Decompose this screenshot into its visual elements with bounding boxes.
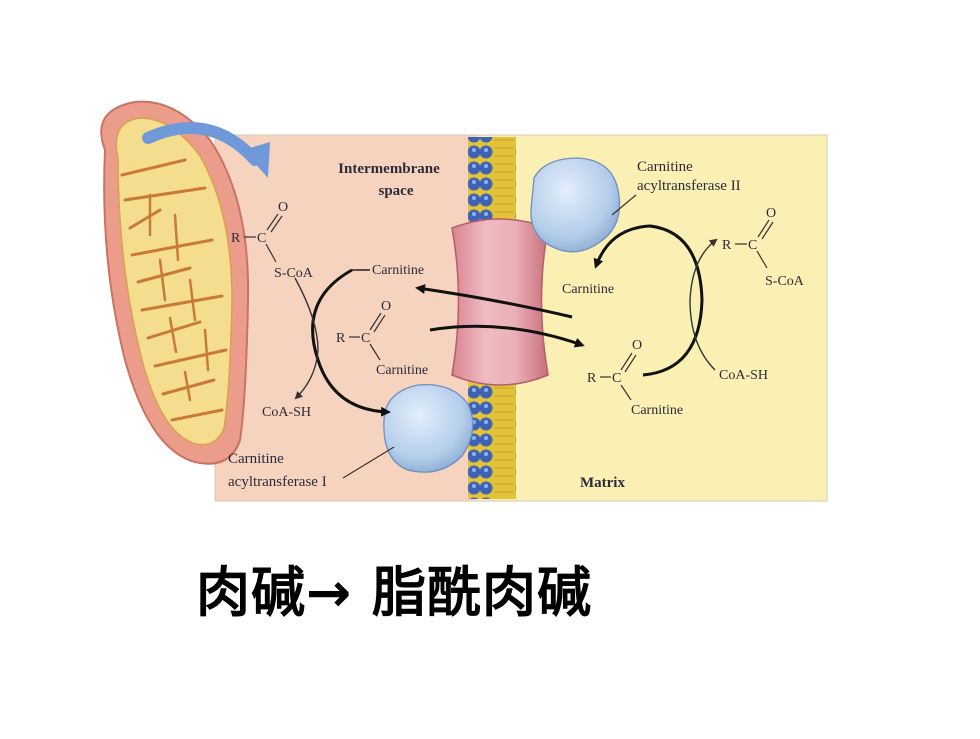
svg-text:S-CoA: S-CoA — [765, 274, 805, 289]
svg-text:R: R — [336, 331, 346, 346]
label-space: space — [379, 183, 414, 199]
label-cat2-line2: acyltransferase II — [637, 178, 741, 194]
svg-text:O: O — [381, 299, 391, 314]
right-coa-sh: CoA-SH — [719, 368, 768, 383]
zoom-arrowhead-icon — [243, 142, 270, 178]
label-matrix: Matrix — [580, 475, 625, 491]
right-acyl-carnitine: R C O Carnitine — [587, 338, 683, 418]
left-carnitine: Carnitine — [372, 263, 424, 278]
pointer-cat1 — [342, 446, 395, 479]
left-coa-release-arrow — [294, 277, 319, 400]
svg-text:C: C — [361, 331, 370, 346]
label-cat1-line1: Carnitine — [228, 451, 284, 467]
left-acyl-coa: R C O S-CoA — [231, 200, 314, 281]
svg-text:R: R — [587, 371, 597, 386]
svg-text:Carnitine: Carnitine — [376, 363, 428, 378]
svg-text:R: R — [722, 238, 732, 253]
left-coa-sh: CoA-SH — [262, 405, 311, 420]
carnitine-export-arrow — [415, 284, 573, 319]
right-reaction-arrow — [593, 224, 704, 377]
svg-text:C: C — [612, 371, 621, 386]
carnitine-acyltransferase-2-enzyme — [530, 157, 621, 253]
label-cat1-line2: acyltransferase I — [228, 474, 327, 490]
carnitine-acyltransferase-1-enzyme — [383, 383, 474, 473]
slide-caption: 肉碱→ 脂酰肉碱 — [196, 561, 593, 624]
svg-text:R: R — [231, 231, 241, 246]
acylcarnitine-import-arrow — [429, 324, 585, 348]
right-carnitine: Carnitine — [562, 282, 614, 297]
right-coa-uptake-arrow — [689, 238, 718, 371]
pointer-cat2 — [611, 194, 637, 216]
svg-text:O: O — [632, 338, 642, 353]
svg-text:C: C — [257, 231, 266, 246]
left-reaction-arrow — [311, 268, 391, 417]
svg-text:O: O — [278, 200, 288, 215]
svg-text:O: O — [766, 206, 776, 221]
svg-text:S-CoA: S-CoA — [274, 266, 314, 281]
label-intermembrane: Intermembrane — [338, 161, 440, 177]
svg-text:Carnitine: Carnitine — [631, 403, 683, 418]
label-cat2-line1: Carnitine — [637, 159, 693, 175]
right-acyl-coa: R C O S-CoA — [722, 206, 805, 289]
left-acyl-carnitine: R C O Carnitine — [336, 299, 428, 378]
svg-text:C: C — [748, 238, 757, 253]
